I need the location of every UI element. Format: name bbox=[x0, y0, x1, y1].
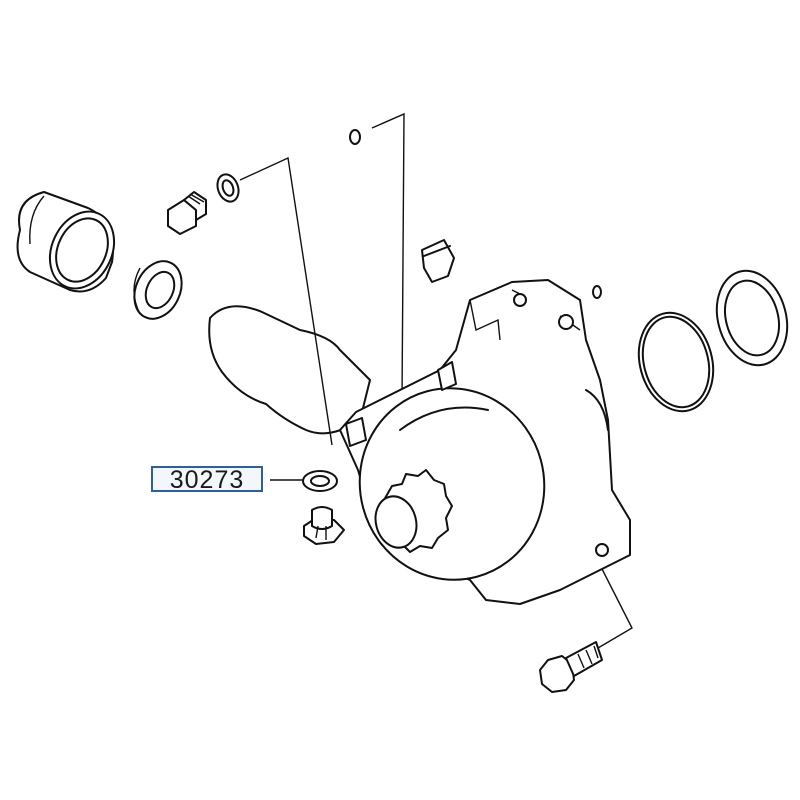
sealing-washer bbox=[302, 470, 338, 492]
small-o-ring bbox=[216, 173, 240, 203]
large-o-ring-2 bbox=[715, 269, 789, 367]
drain-plug bbox=[303, 506, 345, 545]
drive-gear bbox=[374, 469, 453, 553]
pump-housing bbox=[208, 279, 631, 605]
top-bolt bbox=[167, 191, 207, 235]
tiny-o-ring-right bbox=[592, 285, 602, 299]
large-o-ring-1 bbox=[637, 311, 715, 413]
bearing-sleeve bbox=[16, 191, 116, 293]
sensor-plug bbox=[421, 239, 455, 283]
flange-bolt bbox=[539, 641, 603, 693]
tiny-o-ring-top bbox=[349, 129, 361, 145]
part-number-label: 30273 bbox=[169, 466, 245, 494]
leader-lines bbox=[239, 112, 633, 649]
part-number-callout[interactable]: 30273 bbox=[151, 466, 263, 494]
oil-seal bbox=[133, 260, 183, 320]
